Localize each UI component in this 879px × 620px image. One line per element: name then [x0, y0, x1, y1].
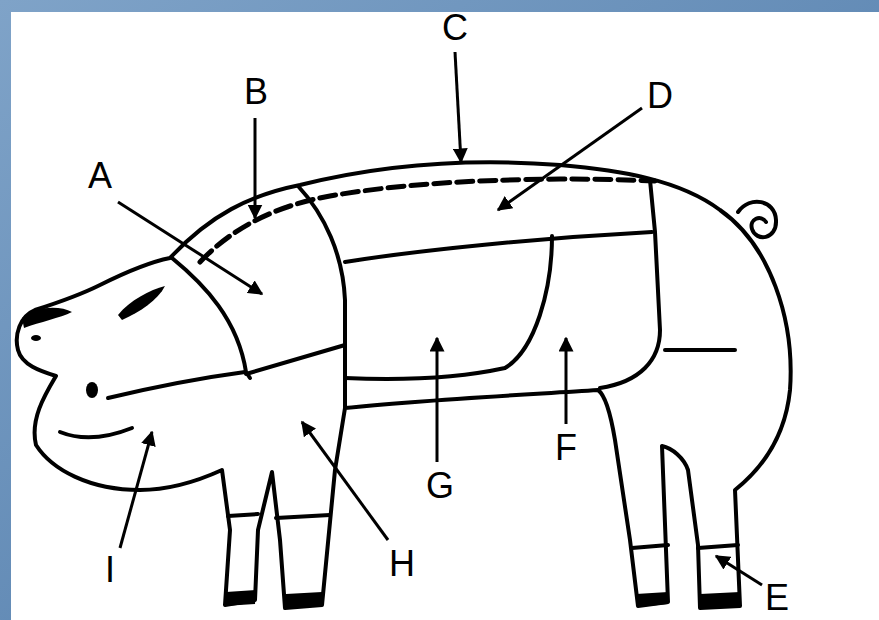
leader-line: [118, 202, 262, 294]
callout-letter: A: [88, 158, 112, 194]
leader-lines: [118, 52, 762, 585]
pig-details: [22, 286, 741, 609]
back-fat-line: [200, 179, 655, 262]
ham-mark: [665, 348, 735, 352]
leader-line: [120, 432, 152, 548]
leader-line: [565, 338, 568, 424]
shoulder-loin-cut: [298, 186, 345, 408]
callout-letter: B: [244, 74, 268, 110]
callout-letter: E: [765, 580, 789, 616]
pig-drawing: [17, 162, 791, 608]
pig-outline: [17, 162, 791, 608]
callout-letter: H: [389, 546, 415, 582]
leader-line: [254, 118, 257, 218]
hoof: [224, 590, 256, 606]
leader-line: [302, 422, 388, 540]
hock-line: [228, 514, 738, 548]
hoof: [700, 592, 741, 609]
ham-cut: [600, 180, 660, 388]
callout-letter: C: [442, 10, 468, 46]
pig-ear: [118, 286, 165, 320]
neck-cut: [172, 258, 250, 378]
loin-cut: [345, 232, 652, 262]
mouth-line: [60, 428, 132, 437]
leader-line: [716, 556, 762, 585]
callout-letter: D: [647, 78, 673, 114]
shoulder-cut: [246, 345, 345, 374]
nostril: [31, 335, 41, 341]
leader-line: [455, 52, 461, 162]
slide-ground: [11, 12, 879, 620]
belly-cut: [345, 236, 552, 379]
pig-eye: [86, 382, 98, 398]
callout-letter: F: [555, 430, 577, 466]
jowl-line: [108, 372, 245, 398]
leader-line: [436, 338, 439, 462]
tail: [738, 202, 776, 238]
hoof: [284, 592, 322, 608]
callout-letter: G: [426, 468, 454, 504]
callout-letter: I: [105, 552, 115, 588]
hoof: [636, 592, 668, 607]
snout-top: [22, 308, 72, 328]
leader-line: [498, 108, 642, 210]
